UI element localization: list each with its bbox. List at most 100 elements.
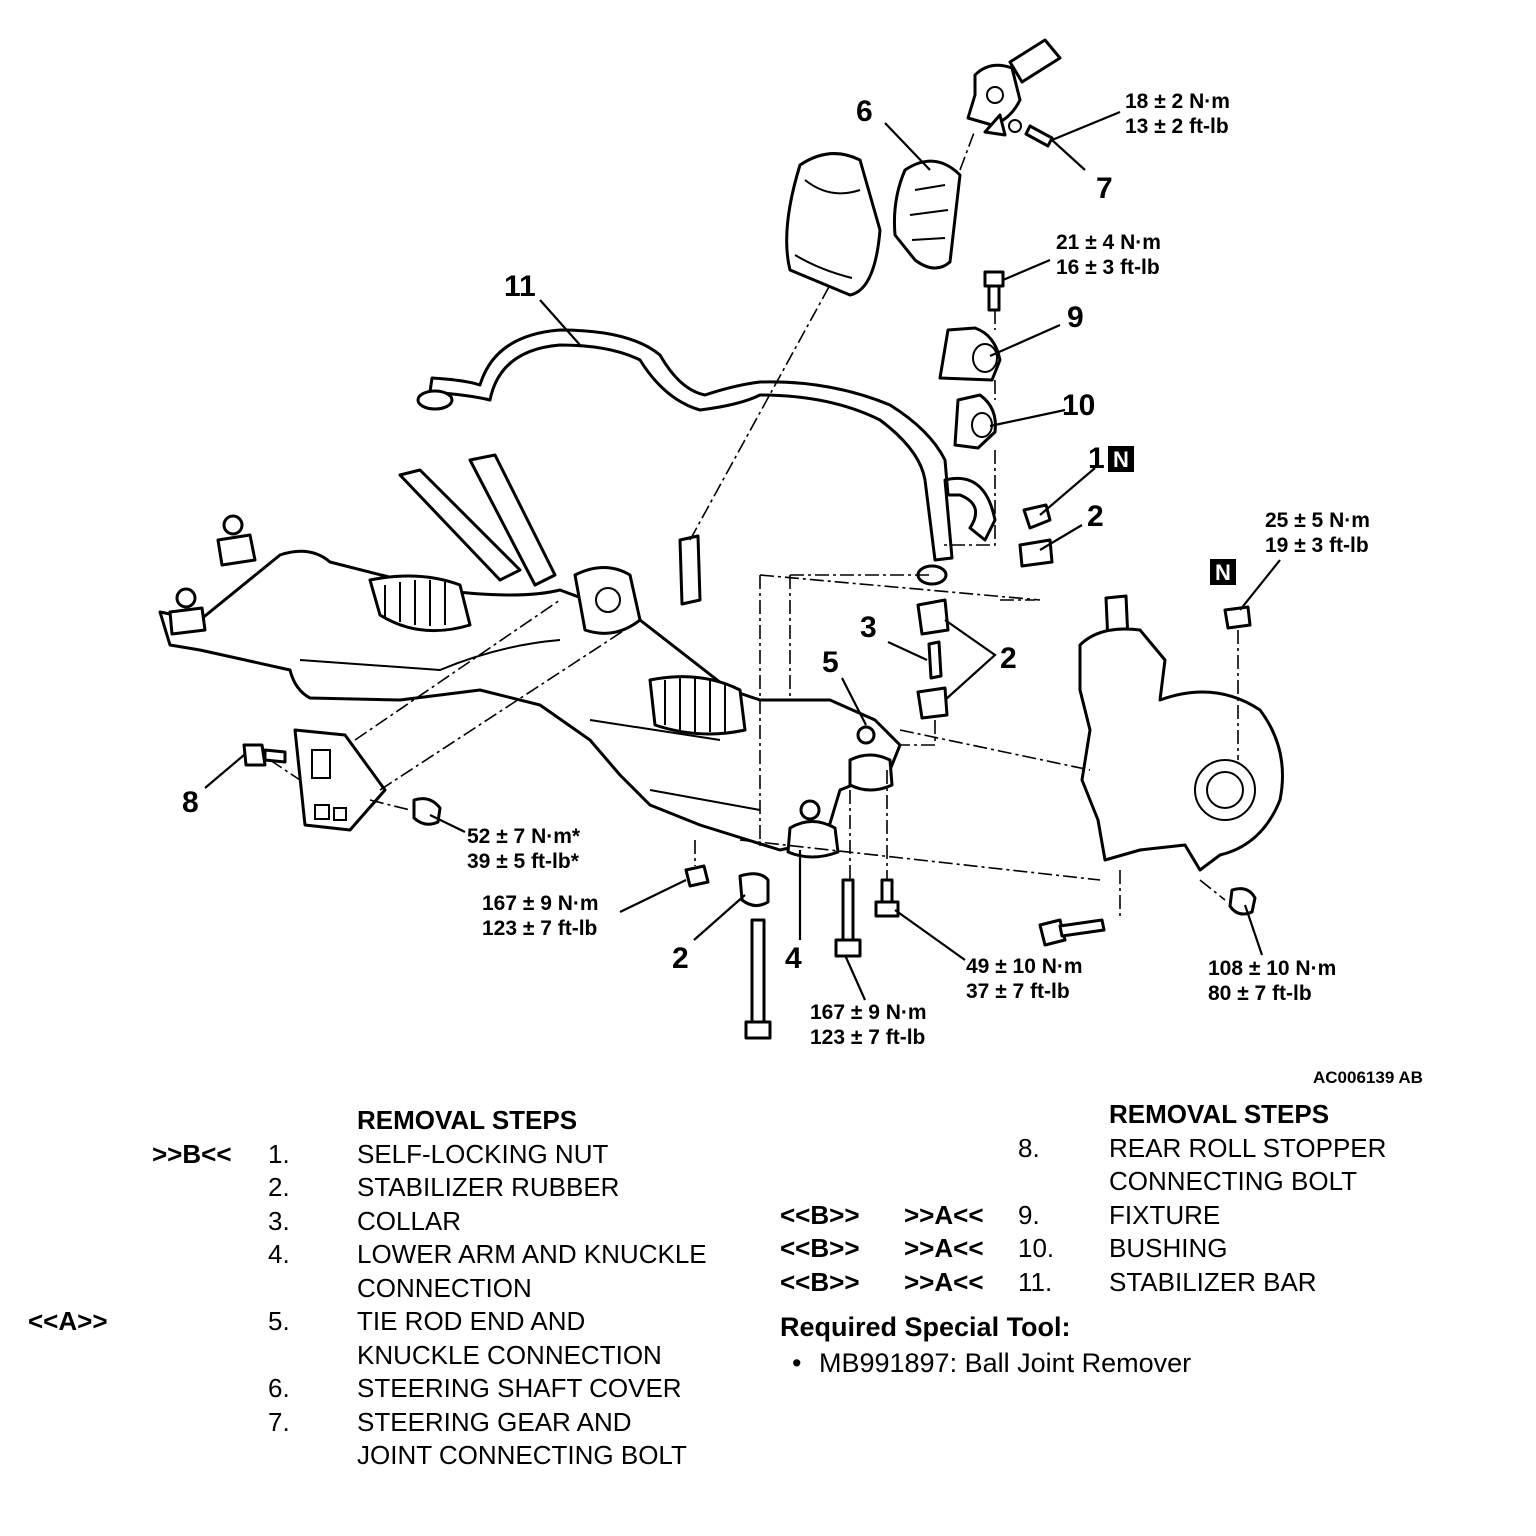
step-mark-install: <<B>> (780, 1199, 860, 1230)
torque-49-ftlb: 37 ± 7 ft-lb (966, 980, 1070, 1003)
step-text: LOWER ARM AND KNUCKLE (357, 1239, 707, 1269)
step-number: 5. (268, 1306, 290, 1336)
knuckle-disc-illustration (1078, 594, 1284, 916)
exploded-view-diagram: 6 7 11 9 10 1 N 2 3 2 5 8 2 4 N 18 ± 2 N… (158, 38, 1423, 1087)
step-number: 4. (268, 1239, 290, 1269)
new-part-badge-nut (1210, 559, 1236, 585)
callout-2-mid: 2 (1000, 642, 1017, 675)
step-mark-removal: >>A<< (904, 1233, 984, 1263)
torque-fixture-ftlb: 16 ± 3 ft-lb (1056, 256, 1160, 279)
step-mark-removal: >>A<< (904, 1199, 984, 1230)
right-step-row: <<B>>>>A<<9.FIXTURE (0, 1199, 1536, 1233)
special-tool-title: Required Special Tool: (780, 1312, 1071, 1342)
left-steps-heading: REMOVAL STEPS (357, 1105, 578, 1135)
crossmember-illustration (158, 453, 902, 852)
step-number: 11. (1018, 1266, 1053, 1297)
new-part-badge-1 (1108, 446, 1134, 472)
step-number: 6. (268, 1373, 290, 1403)
left-step-row: JOINT CONNECTING BOLT (0, 1439, 760, 1473)
right-step-row: <<B>> >>A<< 11. STABILIZER BAR (0, 1266, 1536, 1300)
right-step-row: CONNECTING BOLT (0, 1165, 1536, 1199)
step-text: SELF-LOCKING NUT (357, 1138, 609, 1169)
callout-9: 9 (1067, 301, 1084, 334)
callout-11: 11 (504, 270, 536, 303)
special-tool-item: • MB991897: Ball Joint Remover (792, 1348, 1191, 1379)
torque-108-ftlb: 80 ± 7 ft-lb (1208, 982, 1312, 1005)
callout-10: 10 (1062, 389, 1095, 422)
left-step-row: 2. STABILIZER RUBBER (0, 1171, 760, 1205)
torque-108-nm: 108 ± 10 N·m (1208, 957, 1336, 980)
left-step-row: 4. LOWER ARM AND KNUCKLE (0, 1238, 760, 1272)
step-number: 10. (1018, 1233, 1055, 1263)
step-mark-install: <<B>> (780, 1233, 860, 1263)
special-tool-name: MB991897: Ball Joint Remover (818, 1348, 1192, 1378)
left-step-row: >>B<< 1. SELF-LOCKING NUT (0, 1138, 760, 1172)
left-ball-joints-illustration (168, 514, 257, 636)
steering-shaft-cover-illustration (785, 152, 962, 297)
step-text: COLLAR (357, 1205, 462, 1236)
step-text: FIXTURE (1109, 1199, 1221, 1230)
step-text: BUSHING (1109, 1233, 1228, 1263)
torque-mount-ftlb: 123 ± 7 ft-lb (482, 917, 597, 940)
torque-lower-bolt-nm: 167 ± 9 N·m (810, 1001, 927, 1024)
callout-3: 3 (860, 611, 877, 644)
torque-lower-bolt-ftlb: 123 ± 7 ft-lb (810, 1026, 925, 1049)
rear-roll-stopper-illustration (242, 728, 442, 832)
callout-8: 8 (182, 786, 199, 819)
step-mark: <<A>> (28, 1306, 108, 1336)
new-part-badge-1-label: N (1113, 447, 1129, 472)
torque-bolt-7-nm: 18 ± 2 N·m (1125, 90, 1230, 113)
step-text: STABILIZER RUBBER (357, 1172, 620, 1202)
step-text: REAR ROLL STOPPER (1109, 1132, 1387, 1163)
left-step-row: KNUCKLE CONNECTION (0, 1339, 760, 1373)
assembly-centerlines (269, 129, 1239, 920)
left-removal-steps: REMOVAL STEPS >>B<< 1. SELF-LOCKING NUT 2.… (0, 1104, 760, 1473)
callout-4: 4 (785, 942, 802, 975)
torque-roll-stopper-nm: 52 ± 7 N·m* (467, 825, 581, 848)
step-text: TIE ROD END AND (357, 1306, 586, 1336)
bullet-icon: • (792, 1348, 802, 1378)
right-step-row: 8. REAR ROLL STOPPER (0, 1132, 1536, 1166)
step-text: STEERING GEAR AND (357, 1406, 632, 1437)
step-text: CONNECTION (357, 1272, 532, 1303)
left-step-row: CONNECTION (0, 1272, 760, 1306)
step-text: STABILIZER BAR (1109, 1266, 1317, 1297)
callout-5: 5 (822, 646, 839, 679)
torque-bolt-7-ftlb: 13 ± 2 ft-lb (1125, 115, 1229, 138)
figure-id: AC006139 AB (1313, 1068, 1423, 1087)
left-step-row: 3. COLLAR (0, 1205, 760, 1239)
lower-arm-ball-joint-illustration (786, 725, 894, 859)
step-number: 3. (268, 1205, 290, 1236)
left-step-row: 6. STEERING SHAFT COVER (0, 1372, 760, 1406)
step-text: STEERING SHAFT COVER (357, 1373, 682, 1403)
left-step-row: 7. STEERING GEAR AND (0, 1406, 760, 1440)
step-number: 1. (268, 1138, 290, 1169)
step-number: 8. (1018, 1132, 1040, 1163)
right-step-row: <<B>> >>A<< 10. BUSHING (0, 1232, 1536, 1266)
step-text: CONNECTING BOLT (1109, 1166, 1357, 1196)
step-mark-install: <<B>> (780, 1266, 860, 1297)
callout-7: 7 (1096, 172, 1113, 205)
torque-nut-nm: 25 ± 5 N·m (1265, 509, 1370, 532)
torque-fixture-nm: 21 ± 4 N·m (1056, 231, 1161, 254)
step-number: 2. (268, 1172, 290, 1202)
step-mark-removal: >>A<< (904, 1266, 984, 1297)
callout-2-top: 2 (1087, 500, 1104, 533)
steering-shaft-illustration (966, 38, 1062, 137)
fixture-9-illustration (938, 326, 1002, 382)
right-steps-heading: REMOVAL STEPS (1109, 1099, 1330, 1129)
right-removal-steps: REMOVAL STEPS 8. REAR ROLL STOPPER CONNEC… (0, 1098, 1536, 1299)
left-step-row: <<A>> 5. TIE ROD END AND (0, 1305, 760, 1339)
callout-1: 1 (1088, 442, 1105, 475)
torque-49-nm: 49 ± 10 N·m (966, 955, 1083, 978)
step-mark: >>B<< (152, 1138, 232, 1169)
stabilizer-bar-illustration (416, 328, 997, 586)
torque-mount-nm: 167 ± 9 N·m (482, 892, 599, 915)
fixture-bolt-illustration (983, 270, 1005, 312)
step-text: KNUCKLE CONNECTION (357, 1339, 662, 1370)
step-number: 7. (268, 1406, 290, 1437)
step-text: JOINT CONNECTING BOLT (357, 1440, 687, 1470)
torque-roll-stopper-ftlb: 39 ± 5 ft-lb* (467, 850, 580, 873)
leader-lines (204, 110, 1281, 1001)
bottom-bolts-illustration (684, 864, 1106, 1040)
